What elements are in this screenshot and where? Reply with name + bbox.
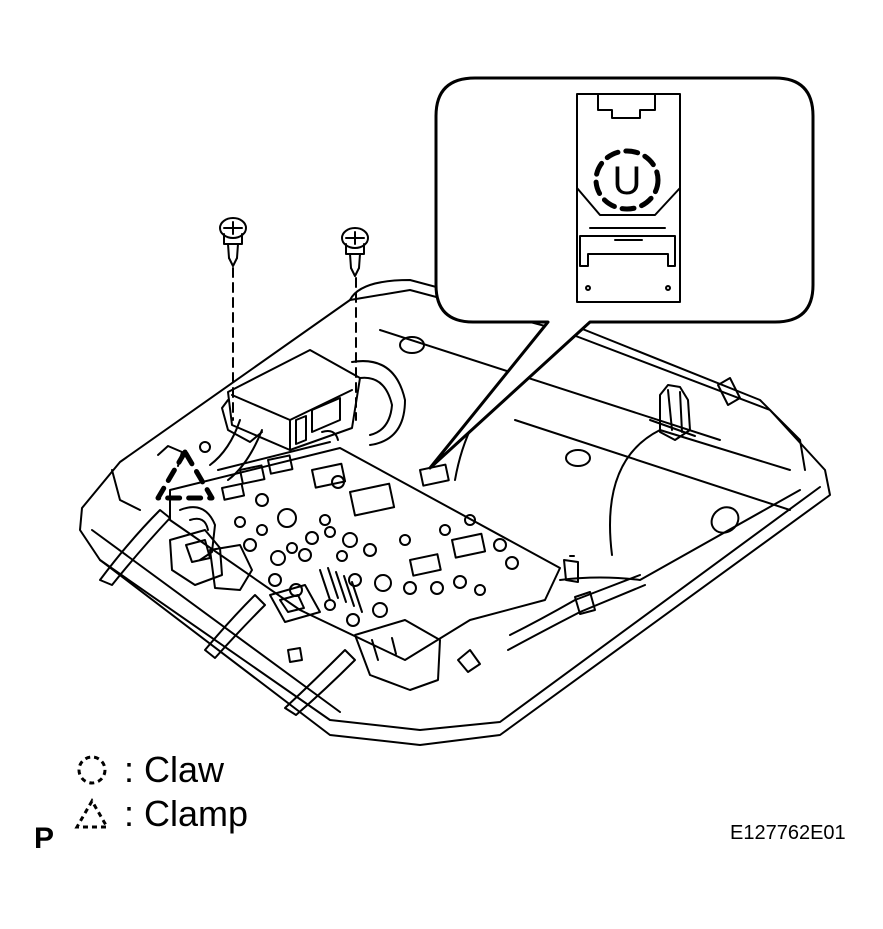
callout-detail bbox=[576, 93, 681, 303]
screws bbox=[219, 217, 369, 277]
legend-claw: : Claw bbox=[70, 749, 225, 790]
view-label: P bbox=[34, 822, 55, 855]
legend-clamp: : Clamp bbox=[70, 793, 249, 834]
sensor-module bbox=[209, 349, 361, 481]
clamp-marker bbox=[155, 449, 215, 501]
dashed-circle-icon bbox=[77, 755, 107, 785]
legend-claw-label: : Claw bbox=[124, 749, 225, 790]
figure-id: E127762E01 bbox=[730, 822, 846, 844]
legend-clamp-label: : Clamp bbox=[124, 793, 249, 834]
claw-marker bbox=[593, 148, 661, 212]
circuit-board bbox=[169, 441, 579, 661]
callout-letter: U bbox=[613, 159, 642, 203]
console-housing bbox=[79, 279, 831, 746]
screw-guide-lines bbox=[232, 267, 357, 421]
dashed-triangle-icon bbox=[74, 797, 110, 829]
callout-bubble bbox=[428, 76, 815, 470]
wire-harness bbox=[99, 506, 356, 716]
connectors bbox=[169, 529, 646, 691]
